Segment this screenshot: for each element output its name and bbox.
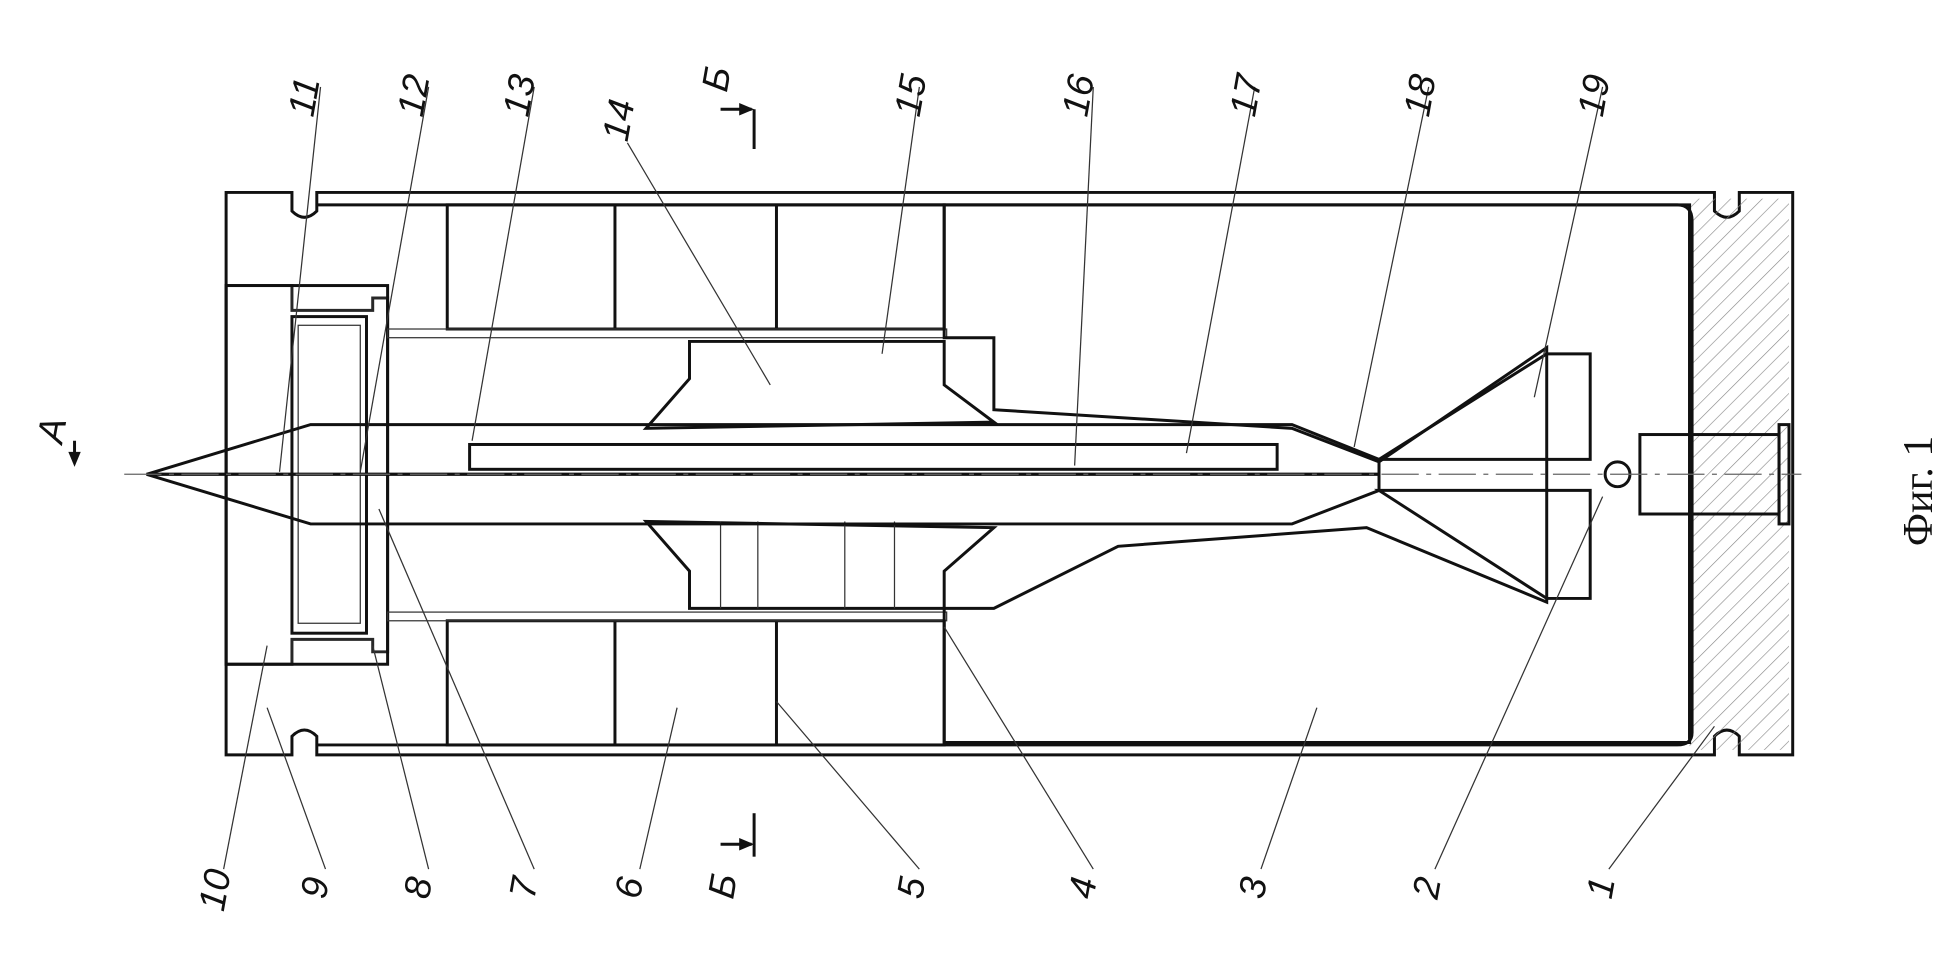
part-label: 3 (1230, 874, 1275, 902)
part-label: 15 (886, 71, 935, 119)
section-marker-top: Б (693, 63, 756, 149)
part-label: 10 (190, 866, 239, 914)
wheel-14 (642, 339, 999, 610)
section-label-bottom: Б (699, 870, 745, 901)
figure-caption: Фиг. 1 (1895, 436, 1942, 547)
view-marker-a: A (28, 414, 81, 467)
part-label: 13 (495, 71, 544, 119)
leader-lines (223, 86, 1715, 870)
section-marker-bottom: Б (699, 813, 756, 902)
central-rod (124, 423, 1802, 526)
part-label: 2 (1404, 874, 1449, 903)
part-label: 5 (888, 874, 933, 902)
part-label: 14 (594, 96, 643, 144)
part-label: 4 (1060, 874, 1105, 902)
main-charge (942, 203, 1692, 744)
part-label: 7 (501, 873, 546, 902)
part-label: 18 (1395, 71, 1444, 119)
part-label: 17 (1221, 70, 1270, 119)
part-label: 19 (1569, 71, 1618, 119)
part-label: 11 (280, 74, 328, 119)
part-label: 9 (292, 874, 337, 902)
part-label: 8 (395, 874, 440, 902)
bottom-part-labels: 10 9 8 7 6 5 4 3 2 1 (190, 866, 1623, 914)
part-label: 1 (1578, 874, 1623, 902)
view-label: A (28, 414, 74, 448)
part-label: 12 (389, 71, 438, 119)
cone-19 (1373, 352, 1632, 600)
top-part-labels: 11 12 13 14 15 16 17 18 19 (280, 70, 1618, 144)
part-label: 6 (606, 874, 651, 902)
part-label: 16 (1054, 71, 1103, 119)
section-label-top: Б (693, 63, 739, 94)
charge-rings (386, 203, 948, 747)
